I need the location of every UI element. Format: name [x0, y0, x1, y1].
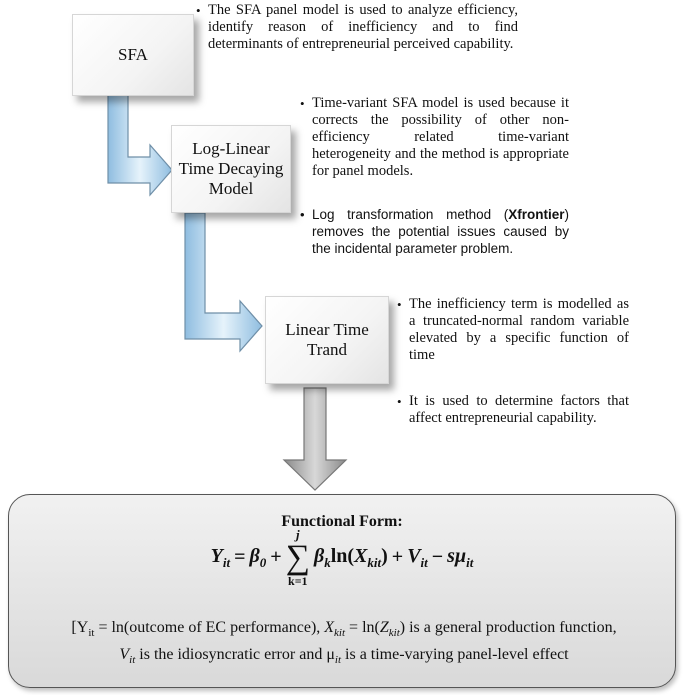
desc-line-2: Vit is the idiosyncratic error and μit i… [119, 646, 569, 667]
trend-note-2: • It is used to determine factors that a… [397, 393, 629, 427]
eq-rhs-term: βkln(Xkit) [313, 544, 388, 570]
eq-lhs: Yit [210, 544, 231, 570]
trend-note-1-text: The inefficiency term is modelled as a t… [409, 296, 629, 363]
bullet-icon: • [300, 207, 305, 222]
down-arrow [282, 387, 348, 491]
linear-time-box: Linear Time Trand [265, 296, 389, 384]
trend-note-1: • The inefficiency term is modelled as a… [397, 296, 629, 364]
linear-time-label-2: Trand [307, 340, 347, 359]
xfrontier-keyword: Xfrontier [508, 207, 565, 222]
bullet-icon: • [397, 394, 402, 409]
linear-time-label-1: Linear Time [285, 320, 369, 339]
functional-form-description: [Yit = ln(outcome of EC performance), Xk… [25, 617, 663, 671]
sfa-box: SFA [72, 14, 194, 96]
bent-arrow-2 [184, 212, 263, 353]
functional-form-title: Functional Form: [281, 513, 403, 530]
eq-error-term: Vit [407, 544, 428, 570]
log-note-1-text: Time-variant SFA model is used because i… [312, 95, 569, 179]
bullet-icon: • [397, 297, 402, 312]
desc-line-1: [Yit = ln(outcome of EC performance), Xk… [71, 619, 617, 640]
sfa-note: • The SFA panel model is used to analyze… [196, 2, 518, 53]
eq-inefficiency-term: sμit [447, 544, 474, 570]
log-note-2: • Log transformation method (Xfrontier) … [300, 206, 569, 257]
functional-form-box: Functional Form: Yit = β0 + j ∑ k=1 βkln… [8, 494, 676, 688]
log-note-2-pre: Log transformation method ( [312, 207, 509, 222]
log-linear-label-2: Time Decaying [178, 159, 284, 178]
bent-arrow-1 [107, 94, 173, 197]
bullet-icon: • [300, 96, 305, 111]
summation-icon: j ∑ k=1 [285, 527, 310, 588]
log-note-2-post: ) removes the potential issues caused by… [312, 207, 569, 256]
eq-beta0: β0 [249, 544, 267, 570]
log-linear-label-3: Model [208, 179, 254, 198]
sfa-label: SFA [118, 45, 148, 64]
trend-note-2-text: It is used to determine factors that aff… [409, 393, 629, 426]
log-note-2-text: Log transformation method (Xfrontier) re… [312, 206, 569, 257]
log-linear-box: Log-Linear Time Decaying Model [171, 125, 291, 213]
log-note-1: • Time-variant SFA model is used because… [300, 95, 569, 180]
bullet-icon: • [196, 3, 201, 18]
log-linear-label-1: Log-Linear [192, 139, 270, 158]
sfa-note-text: The SFA panel model is used to analyze e… [208, 2, 518, 52]
functional-form-equation: Yit = β0 + j ∑ k=1 βkln(Xkit) + Vit − sμ… [210, 527, 474, 588]
